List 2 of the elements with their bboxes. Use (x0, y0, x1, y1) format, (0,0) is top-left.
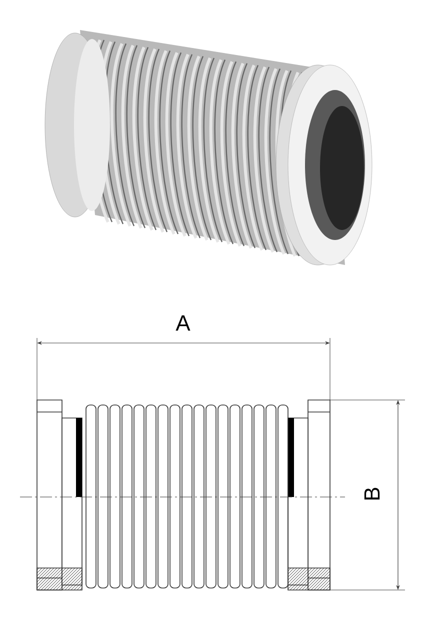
dimension-label: B (364, 488, 380, 500)
dimension-label: A (176, 315, 190, 331)
